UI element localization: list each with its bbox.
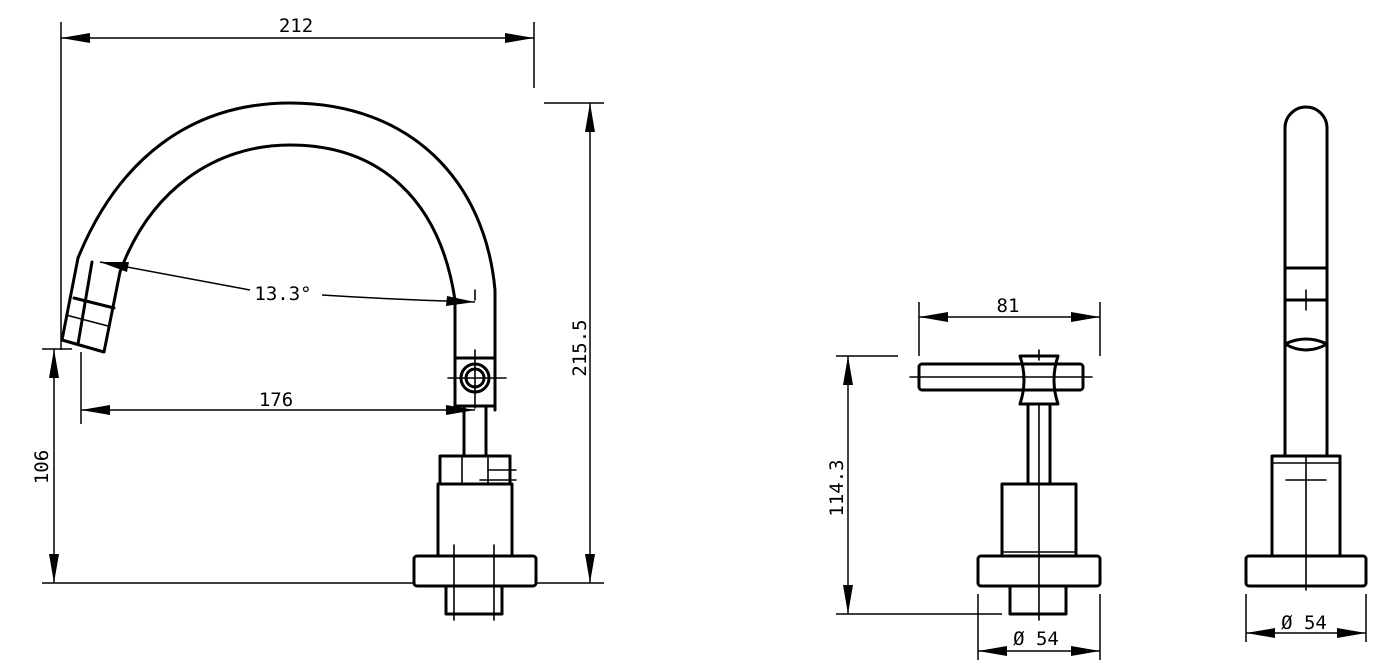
dim-handle-height-label: 114.3 xyxy=(826,459,848,516)
handle-stem xyxy=(1008,584,1068,616)
dim-spout-width: 212 xyxy=(60,15,535,350)
dim-handle-height: 114.3 xyxy=(826,355,1002,615)
side-base-flange xyxy=(1244,554,1368,588)
side-view xyxy=(1244,105,1368,591)
dim-spout-height-label: 215.5 xyxy=(569,319,591,376)
dim-handle-width: 81 xyxy=(918,295,1101,356)
dim-spout-height: 215.5 xyxy=(536,102,604,584)
side-aerator xyxy=(1283,337,1329,352)
dim-side-base-dia-label: Ø 54 xyxy=(1281,612,1327,634)
dim-spout-angle: 13.3° xyxy=(99,261,476,306)
spout-inner-arc xyxy=(118,143,457,302)
spout-stem xyxy=(444,584,504,616)
dim-handle-width-label: 81 xyxy=(997,295,1020,317)
dim-handle-base-dia: Ø 54 xyxy=(977,594,1101,660)
dim-spout-width-label: 212 xyxy=(279,15,313,37)
spout-body xyxy=(436,482,514,558)
dim-side-base-dia: Ø 54 xyxy=(1245,594,1367,642)
spout-aerator xyxy=(60,256,122,354)
dim-outlet-height-label: 106 xyxy=(31,450,53,484)
spout-outer-arc xyxy=(76,101,497,292)
dim-outlet-height: 106 xyxy=(31,348,414,584)
handle-front-view xyxy=(909,349,1102,621)
spout-front-view xyxy=(60,101,538,621)
side-spout-tube xyxy=(1283,105,1329,346)
dim-spout-reach-label: 176 xyxy=(259,389,293,411)
dim-spout-reach: 176 xyxy=(80,352,475,424)
spout-base-flange xyxy=(412,554,538,588)
dim-spout-angle-label: 13.3° xyxy=(254,283,311,305)
handle-hub xyxy=(1018,354,1060,406)
dim-handle-base-dia-label: Ø 54 xyxy=(1013,628,1059,650)
